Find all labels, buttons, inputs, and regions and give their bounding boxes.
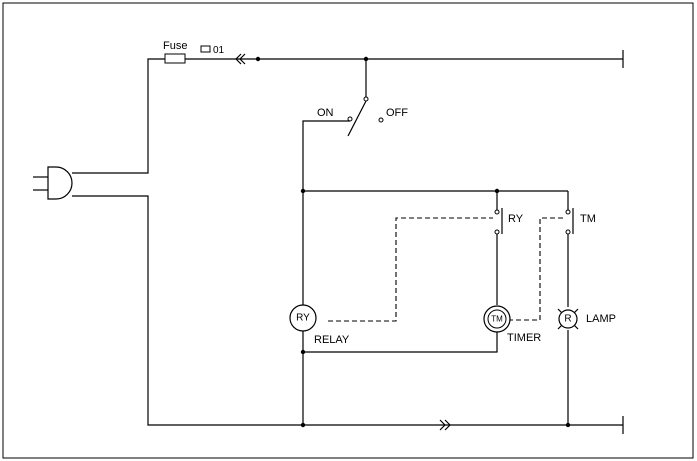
switch-off-label: OFF: [386, 107, 408, 119]
power-plug: [33, 166, 73, 200]
relay-coil-symbol: RY: [296, 313, 310, 324]
relay-contact-terminal: [494, 209, 500, 215]
timer-contact-label: TM: [580, 213, 596, 225]
timer-return-wire: [303, 332, 498, 353]
relay-name-label: RELAY: [314, 334, 350, 346]
relay-contact-terminal: [494, 229, 500, 235]
timer-motor-symbol: TM: [491, 315, 503, 324]
bottom-flow-arrow: [439, 419, 446, 431]
relay-contact-label: RY: [508, 213, 524, 225]
plug-lead-top: [72, 58, 165, 174]
timer-contact-terminal: [565, 209, 571, 215]
top-flow-arrow: [235, 53, 242, 65]
junction-dot: [565, 422, 571, 428]
switch-contact: [363, 96, 369, 102]
junction-dot: [300, 422, 306, 428]
junction-dot: [255, 56, 261, 62]
fuse: [164, 53, 186, 64]
switch-contact: [378, 117, 384, 123]
relay-coil: [289, 304, 317, 332]
timer-contact-terminal: [565, 229, 571, 235]
switch-blade: [347, 100, 367, 137]
timer-linkage: [508, 217, 564, 321]
top-flow-arrow-2: [239, 53, 246, 65]
fuse-id-box: [200, 45, 211, 53]
switch-output-wire: [302, 120, 350, 310]
fuse-id-label: 01: [213, 45, 225, 56]
lamp-name-label: LAMP: [586, 313, 616, 325]
lamp: [557, 308, 579, 330]
bottom-flow-arrow-2: [444, 419, 451, 431]
plug-lead-bottom: [72, 195, 623, 426]
relay-linkage: [328, 217, 493, 322]
fuse-label: Fuse: [163, 40, 187, 52]
timer-motor-inner: [487, 309, 507, 329]
switch-on-label: ON: [317, 107, 334, 119]
lamp-symbol: R: [564, 314, 571, 325]
junction-dot: [300, 188, 306, 194]
timer-name-label: TIMER: [507, 332, 541, 344]
